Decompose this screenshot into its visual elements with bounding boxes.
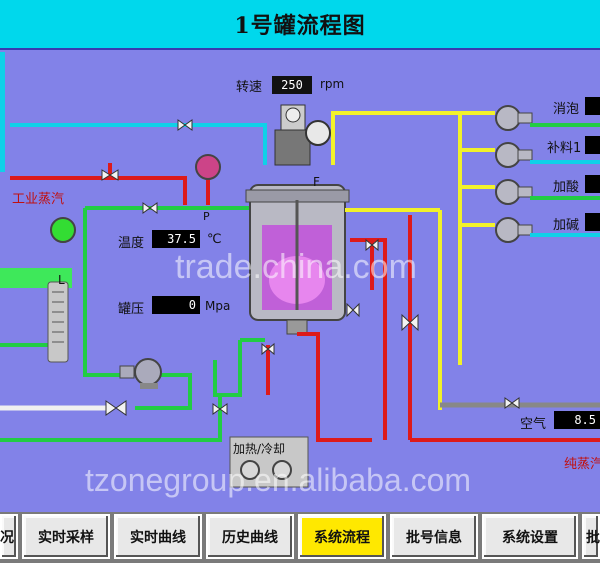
- left-edge-bar: [0, 52, 5, 172]
- feed-value-base: [585, 213, 600, 231]
- green-pipe-pump: [135, 373, 192, 410]
- red-outlet-pipe: [297, 332, 372, 442]
- nav-button-system-flow[interactable]: 系统流程: [298, 514, 386, 559]
- circulation-pump: [134, 358, 162, 386]
- page-title: 1号罐流程图: [234, 13, 366, 39]
- heating-cooling-label[interactable]: 加热/冷却: [233, 442, 286, 456]
- valve-right-2: [401, 313, 419, 332]
- valve-white: [105, 400, 127, 416]
- cyan-pipe-top: [10, 123, 267, 165]
- valve-steam: [177, 119, 193, 131]
- feed-label-base: 加碱: [553, 218, 580, 233]
- pressure-unit: Mpa: [205, 299, 231, 313]
- nav-button-history-curve[interactable]: 历史曲线: [206, 514, 294, 559]
- heating-panel: [229, 436, 309, 488]
- pressure-label: 罐压: [118, 302, 145, 317]
- valve-outlet: [261, 342, 275, 356]
- nav-button-overview[interactable]: 况: [0, 514, 18, 559]
- level-gauge-label: L: [58, 273, 65, 287]
- nav-button-system-settings[interactable]: 系统设置: [482, 514, 578, 559]
- pressure-gauge-label: P: [203, 210, 210, 223]
- feed-value-feed1: [585, 136, 600, 154]
- title-bar: 1号罐流程图: [0, 0, 600, 50]
- level-gauge: [50, 217, 76, 243]
- red-pipe-right-1: [350, 238, 387, 440]
- dosing-pump-base: [495, 217, 533, 243]
- rpm-value: 250: [272, 76, 312, 94]
- valve-green-top: [142, 202, 158, 214]
- temperature-value: 37.5: [152, 230, 200, 248]
- flow-gauge: [305, 120, 331, 146]
- heat-knob-2: [272, 460, 292, 480]
- dosing-pump-acid: [495, 179, 533, 205]
- green-pipe-loop: [83, 300, 130, 377]
- process-flow-diagram: [0, 52, 600, 488]
- air-value: 8.5: [554, 411, 600, 429]
- heat-knob-1: [240, 460, 260, 480]
- dosing-pump-antifoam: [495, 105, 533, 131]
- feed-label-feed1: 补料1: [547, 141, 582, 156]
- red-steam-pipe: [10, 176, 187, 205]
- feed-label-antifoam: 消泡: [553, 102, 580, 117]
- valve-steam-2: [101, 169, 119, 181]
- green-pipe-right: [213, 340, 242, 397]
- pressure-value: 0: [152, 296, 200, 314]
- nav-button-batch-info[interactable]: 批号信息: [390, 514, 478, 559]
- feed-value-acid: [585, 175, 600, 193]
- air-label: 空气: [520, 417, 547, 432]
- yellow-pipe-top: [331, 111, 495, 165]
- valve-bottom: [212, 403, 228, 415]
- nav-button-realtime-sampling[interactable]: 实时采样: [22, 514, 110, 559]
- valve-air: [504, 397, 520, 409]
- feed-label-acid: 加酸: [553, 180, 580, 195]
- valve-right-3: [365, 238, 379, 252]
- valve-right-1: [346, 302, 360, 318]
- steam-label: 工业蒸汽: [12, 192, 65, 207]
- rpm-unit: rpm: [320, 77, 345, 91]
- nav-button-realtime-curve[interactable]: 实时曲线: [114, 514, 202, 559]
- pressure-gauge: [195, 154, 221, 180]
- dosing-pump-feed1: [495, 142, 533, 168]
- nav-button-batch-more[interactable]: 批: [582, 514, 600, 559]
- temperature-label: 温度: [118, 236, 145, 251]
- fermenter-motor: [274, 129, 311, 166]
- temperature-unit: ℃: [207, 232, 222, 247]
- rpm-label: 转速: [236, 80, 263, 95]
- flow-gauge-label: F: [313, 175, 320, 189]
- green-pipe-bottom: [0, 395, 222, 442]
- pure-steam-label: 纯蒸汽: [564, 457, 600, 472]
- feed-value-antifoam: [585, 97, 600, 115]
